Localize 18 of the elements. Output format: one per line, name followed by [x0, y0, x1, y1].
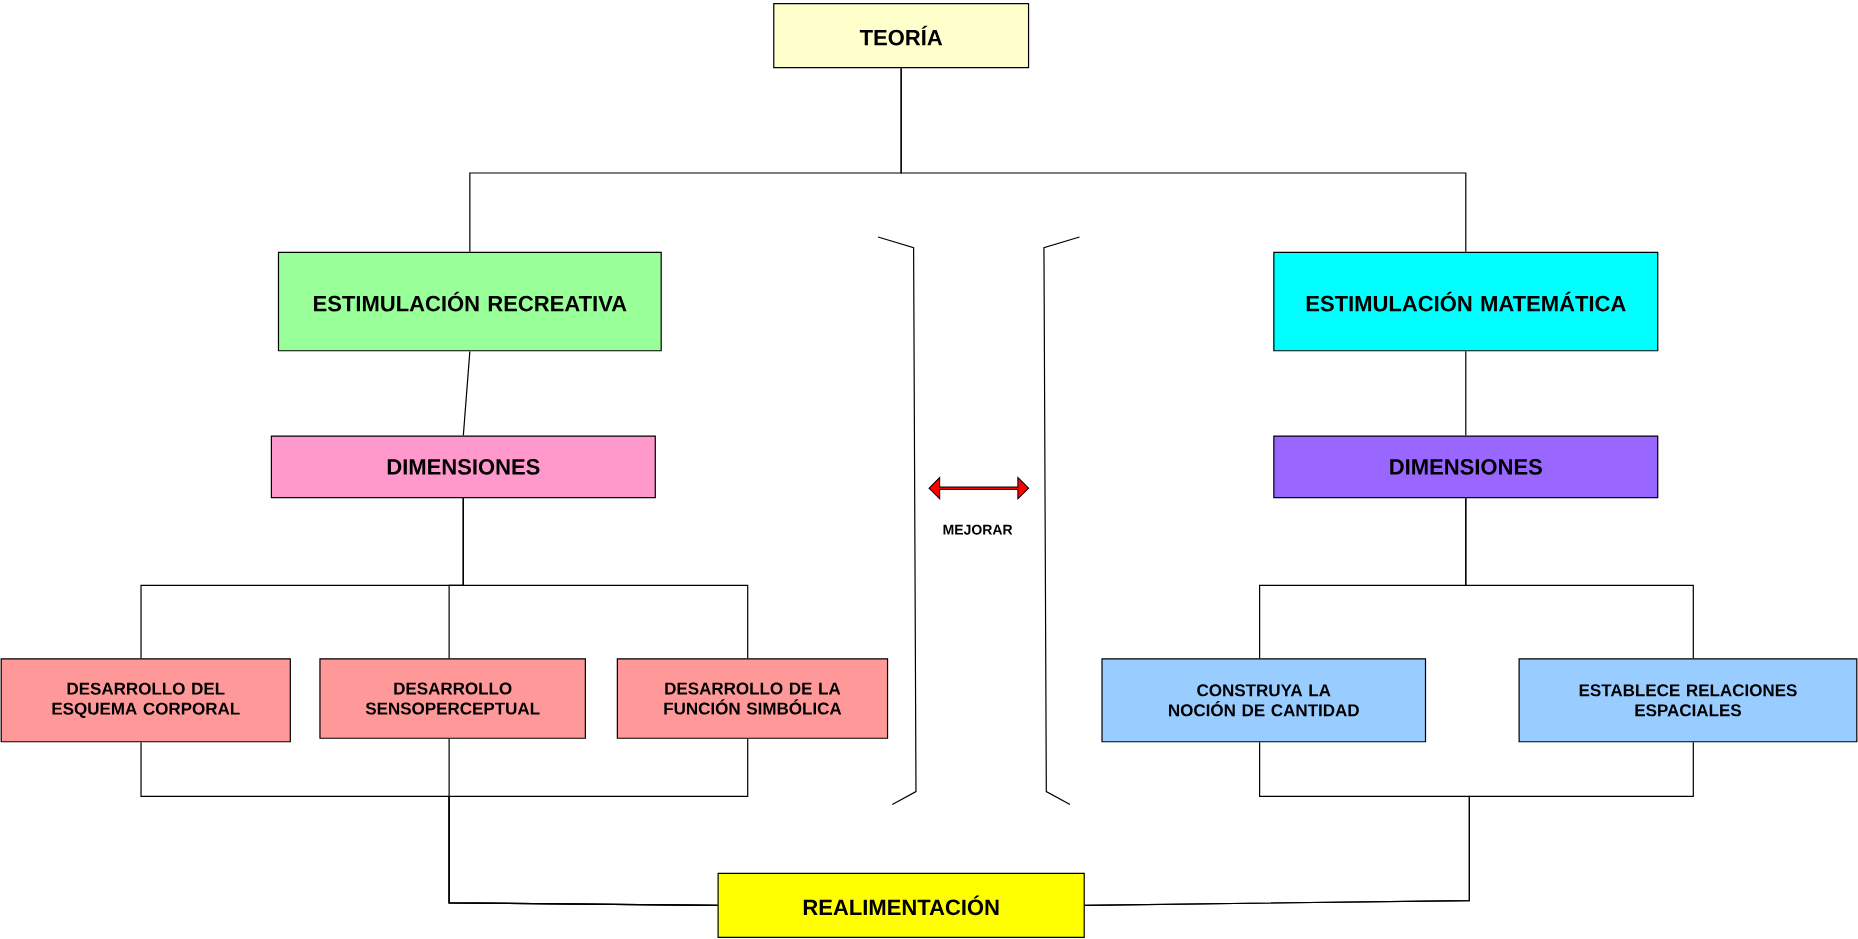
box: DIMENSIONES [270, 435, 656, 499]
box: ESTIMULACIÓN RECREATIVA [277, 251, 662, 352]
connector-line [1465, 497, 1694, 659]
box: REALIMENTACIÓN [717, 872, 1085, 938]
connector-line [900, 67, 1467, 253]
connector-line [1084, 741, 1694, 906]
connector-line [462, 497, 749, 659]
box: ESTIMULACIÓN MATEMÁTICA [1273, 251, 1659, 352]
box: DESARROLLO DEL ESQUEMA CORPORAL [0, 658, 291, 743]
box: CONSTRUYA LA NOCIÓN DE CANTIDAD [1101, 658, 1427, 743]
box: TEORÍA [773, 2, 1030, 69]
box: DESARROLLO DE LA FUNCIÓN SIMBÓLICA [616, 658, 889, 739]
connector-line [1465, 350, 1467, 437]
box: DIMENSIONES [1273, 435, 1659, 499]
caption-text: MEJORAR [943, 524, 1013, 535]
box: DESARROLLO SENSOPERCEPTUAL [319, 658, 586, 739]
connector-line [462, 350, 471, 437]
box: ESTABLECE RELACIONES ESPACIALES [1518, 658, 1858, 743]
